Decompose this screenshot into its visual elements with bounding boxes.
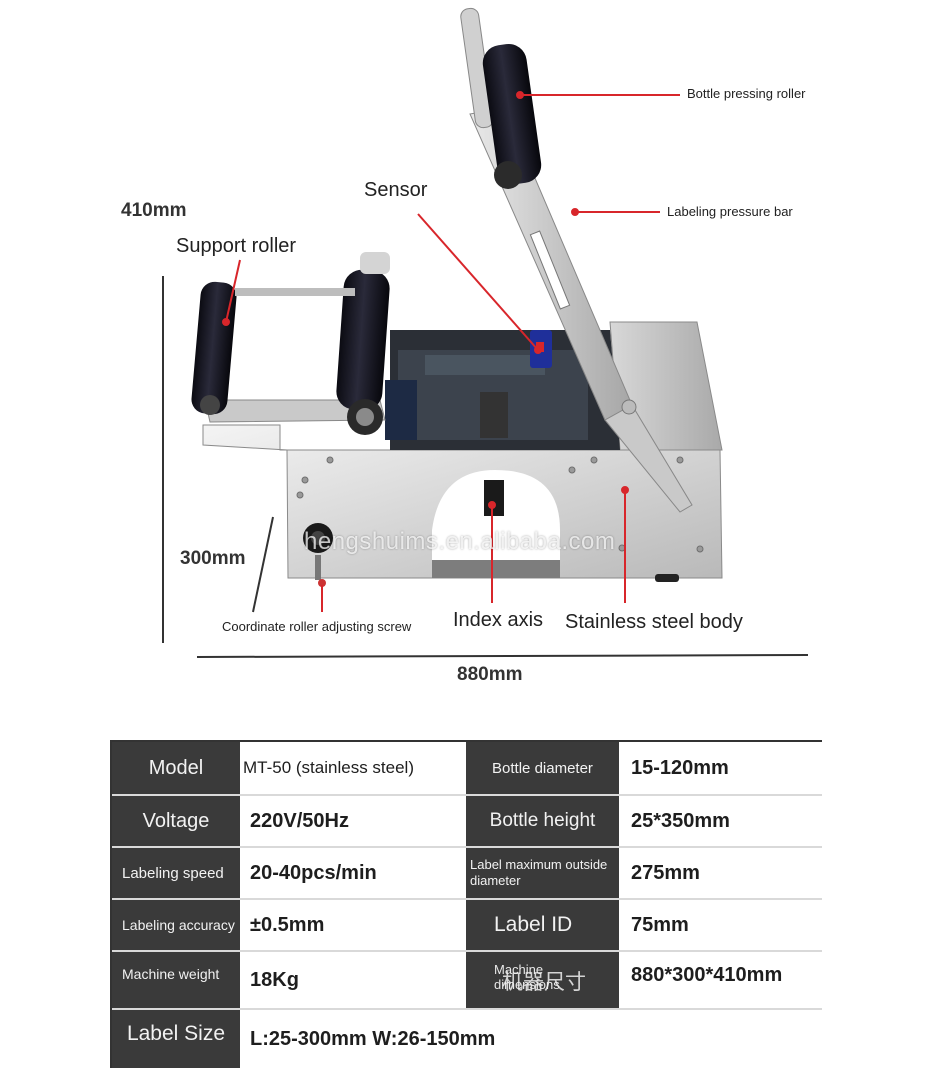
row-separator bbox=[112, 898, 822, 900]
support-rollers bbox=[191, 252, 390, 435]
spec-value-labeling-accuracy: ±0.5mm bbox=[240, 900, 466, 950]
row-separator bbox=[112, 1008, 822, 1010]
row-separator bbox=[112, 846, 822, 848]
width-dimension-line bbox=[196, 654, 809, 658]
sensor-label: Sensor bbox=[364, 179, 428, 201]
spec-key-machine-weight: Machine weight bbox=[112, 952, 240, 1008]
spec-value-bottle-diameter: 15-120mm bbox=[619, 742, 822, 794]
callout-line-sensor bbox=[417, 213, 539, 351]
callout-line-support-roller bbox=[225, 259, 241, 323]
row-separator bbox=[112, 794, 822, 796]
spec-value-labeling-speed: 20-40pcs/min bbox=[240, 848, 466, 898]
spec-key-label-id: Label ID bbox=[466, 900, 619, 950]
depth-dimension-line bbox=[252, 516, 274, 613]
watermark: hengshuims.en.alibaba.com bbox=[304, 528, 616, 555]
stainless-steel-body bbox=[202, 321, 723, 587]
spec-value-machine-dimensions: 880*300*410mm bbox=[619, 952, 822, 1008]
row-separator bbox=[112, 950, 822, 952]
adjusting-screw-label: Coordinate roller adjusting screw bbox=[222, 619, 412, 634]
spec-table: Model MT-50 (stainless steel) Bottle dia… bbox=[110, 740, 822, 1068]
labeling-pressure-bar-label: Labeling pressure bar bbox=[667, 204, 793, 219]
stainless-steel-body-label: Stainless steel body bbox=[565, 611, 743, 633]
spec-key-label-size: Label Size bbox=[112, 1010, 240, 1068]
spec-key-bottle-diameter: Bottle diameter bbox=[466, 742, 619, 794]
index-axis-label: Index axis bbox=[453, 609, 544, 631]
width-dimension-label: 880mm bbox=[457, 664, 523, 685]
spec-value-voltage: 220V/50Hz bbox=[240, 796, 466, 846]
spec-key-machine-dimensions-cn: 机器尺寸 bbox=[502, 971, 586, 994]
spec-value-bottle-height: 25*350mm bbox=[619, 796, 822, 846]
spec-key-model: Model bbox=[112, 742, 240, 794]
spec-key-label-max-outside-diameter: Label maximum outside diameter bbox=[466, 848, 619, 898]
spec-value-label-id: 75mm bbox=[619, 900, 822, 950]
labeling-machine-illustration bbox=[162, 7, 809, 658]
spec-key-voltage: Voltage bbox=[112, 796, 240, 846]
bottle-pressing-roller bbox=[482, 43, 542, 189]
spec-key-labeling-speed: Labeling speed bbox=[112, 848, 240, 898]
bottle-pressing-roller-label: Bottle pressing roller bbox=[687, 86, 806, 101]
spec-value-model: MT-50 (stainless steel) bbox=[240, 742, 466, 794]
spec-key-labeling-accuracy: Labeling accuracy bbox=[112, 900, 240, 950]
spec-key-machine-dimensions-en: Machine dimensions bbox=[494, 962, 560, 992]
height-dimension-label: 410mm bbox=[121, 200, 187, 221]
support-roller-label: Support roller bbox=[176, 235, 297, 257]
spec-value-label-size: L:25-300mm W:26-150mm bbox=[240, 1010, 822, 1068]
depth-dimension-label: 300mm bbox=[180, 548, 246, 569]
spec-key-machine-dimensions: Machine dimensions 机器尺寸 bbox=[466, 952, 619, 1008]
spec-value-machine-weight: 18Kg bbox=[240, 952, 466, 1008]
spec-value-label-max-outside-diameter: 275mm bbox=[619, 848, 822, 898]
spec-key-bottle-height: Bottle height bbox=[466, 796, 619, 846]
